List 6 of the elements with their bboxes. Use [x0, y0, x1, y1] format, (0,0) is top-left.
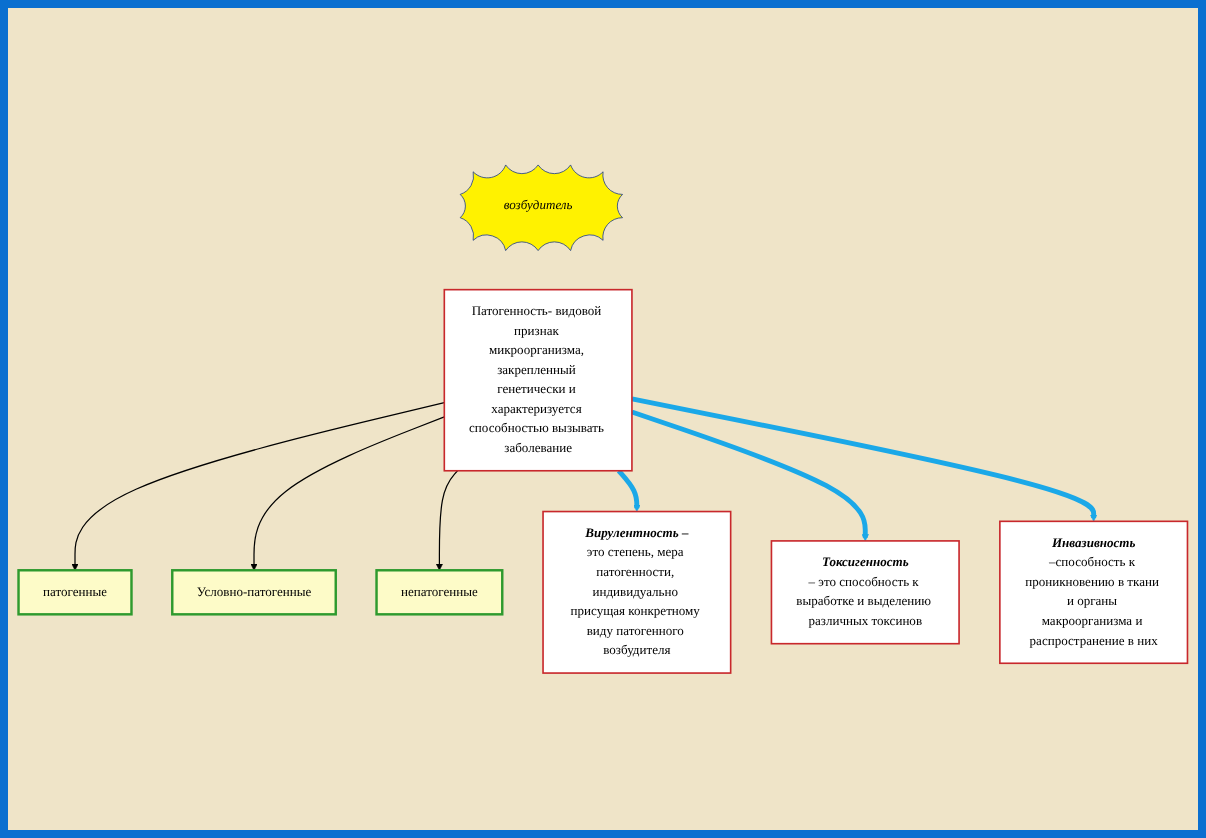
- arrow: [631, 396, 1098, 522]
- arrow: [435, 470, 459, 571]
- arrow: [631, 409, 869, 542]
- arrow: [71, 402, 445, 571]
- arrow: [250, 416, 445, 571]
- arrow: [616, 469, 641, 512]
